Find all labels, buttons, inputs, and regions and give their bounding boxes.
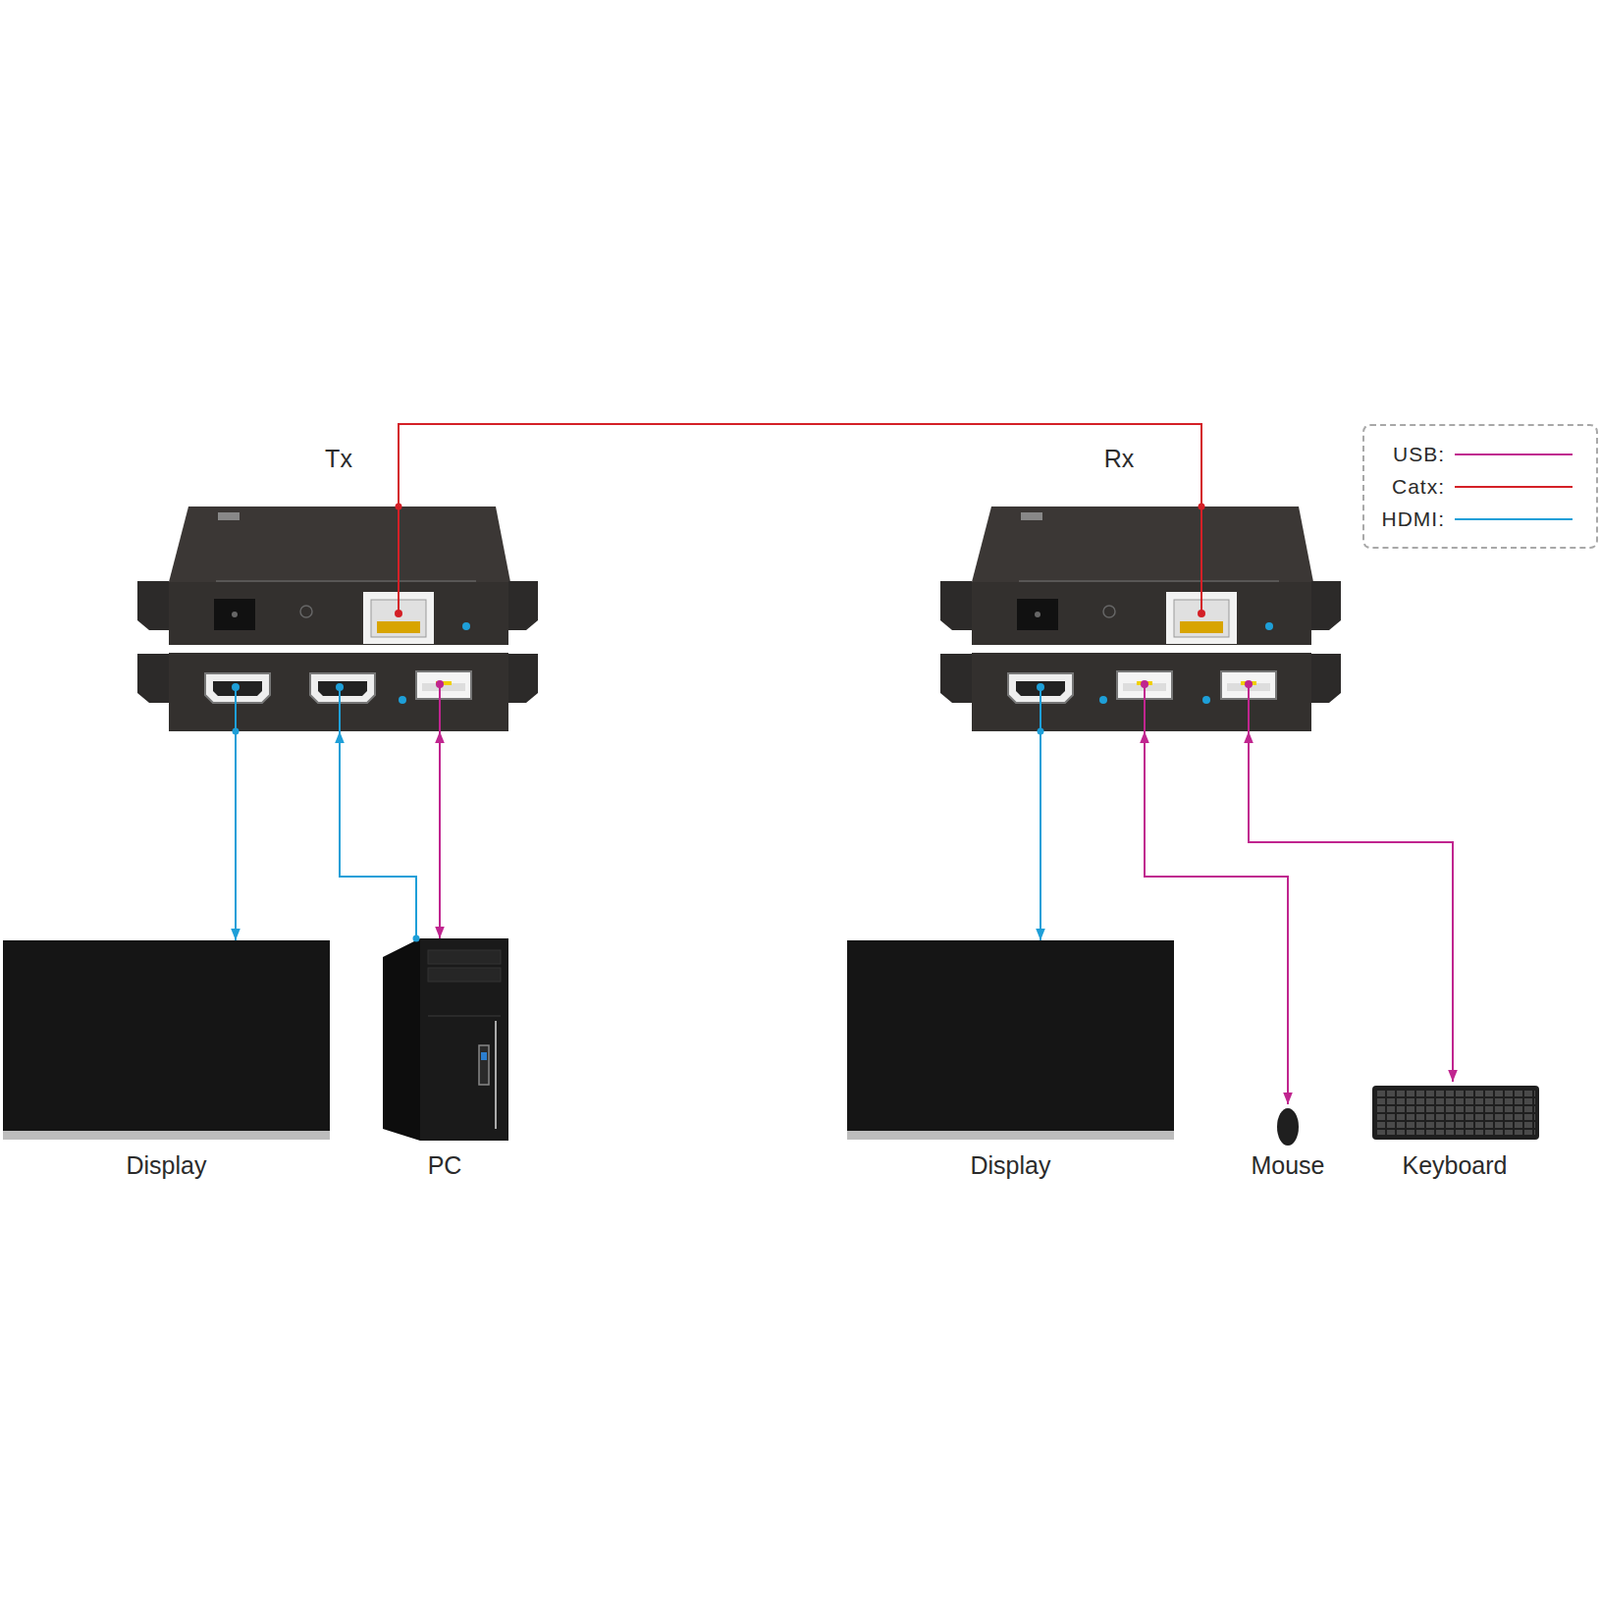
mouse-icon — [1277, 1108, 1299, 1146]
legend-line-sample — [1454, 449, 1583, 460]
legend-row: HDMI: — [1364, 502, 1589, 535]
receiver-unit: Rx — [971, 506, 1312, 732]
legend-text: HDMI: — [1364, 507, 1445, 532]
legend-text: USB: — [1364, 442, 1445, 467]
device-label: PC — [427, 1152, 463, 1180]
keyboard-icon — [1372, 1085, 1540, 1140]
display-node: Display — [847, 940, 1174, 1181]
mouse-node: Mouse — [1238, 1104, 1337, 1181]
transmitter-unit: Tx — [168, 506, 509, 732]
device-label: Display — [126, 1152, 208, 1180]
cable-end-dot — [232, 728, 240, 736]
device-label: Display — [970, 1152, 1052, 1180]
device-label: Mouse — [1250, 1152, 1325, 1180]
legend-text: Catx: — [1364, 475, 1445, 499]
unit-heading: Rx — [1104, 445, 1135, 474]
usb-cable — [1248, 731, 1453, 1082]
legend-line-sample — [1454, 514, 1583, 525]
cable-end-dot — [413, 935, 421, 943]
legend-row: USB: — [1364, 437, 1589, 471]
pc-tower — [382, 938, 509, 1141]
hdmi-cable — [1039, 731, 1042, 941]
legend-line-sample — [1454, 481, 1583, 492]
cable-end-dot — [395, 503, 403, 511]
unit-heading: Tx — [324, 445, 353, 474]
usb-cable — [1144, 731, 1288, 1105]
catx-cable — [398, 424, 1202, 507]
display-monitor — [2, 940, 1174, 1140]
display-node: Display — [2, 940, 330, 1181]
pc-node: PC — [380, 938, 509, 1181]
cable-end-dot — [1198, 503, 1206, 511]
usb-cable — [438, 731, 441, 939]
hdmi-cable — [234, 731, 237, 941]
device-label: Keyboard — [1401, 1152, 1507, 1180]
hdmi-cable — [339, 731, 417, 939]
cable-end-dot — [1037, 728, 1045, 736]
tx-device — [137, 506, 538, 732]
keyboard-node: Keyboard — [1366, 1081, 1544, 1181]
legend-row: Catx: — [1364, 470, 1589, 503]
legend-box: USB: Catx: HDMI: — [1362, 424, 1599, 549]
port-wires — [231, 506, 1253, 732]
rx-device — [940, 506, 1341, 732]
